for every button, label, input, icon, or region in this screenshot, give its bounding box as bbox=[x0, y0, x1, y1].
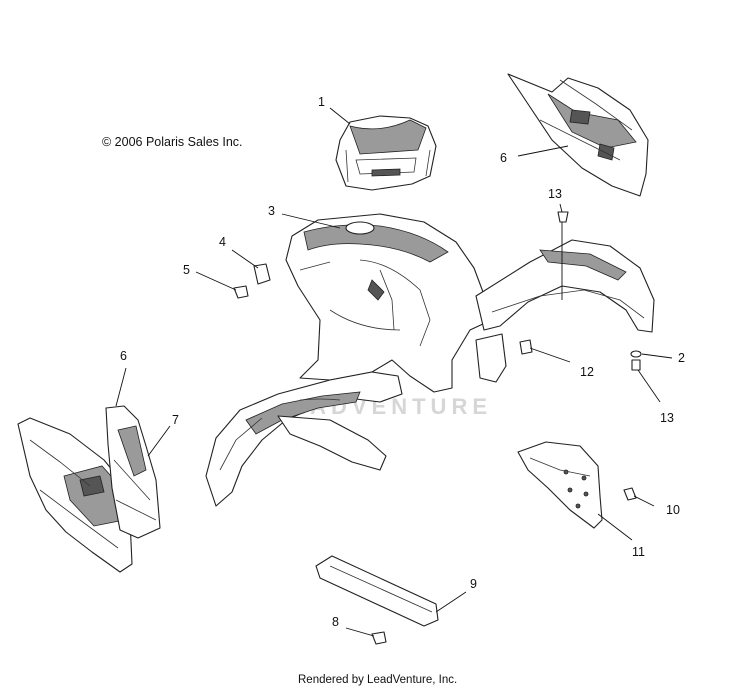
part-3-front-cab bbox=[285, 213, 501, 393]
callout-6-left: 6 bbox=[120, 349, 127, 363]
callout-3: 3 bbox=[268, 204, 275, 218]
part-3-right-fender bbox=[475, 239, 655, 383]
callout-1: 1 bbox=[318, 95, 325, 109]
part-6-upper-headlight-cover bbox=[507, 73, 649, 197]
part-1-headlight-pod bbox=[335, 115, 437, 191]
leader-lines bbox=[115, 107, 673, 637]
callout-6-upper: 6 bbox=[500, 151, 507, 165]
part-8-push-rivet bbox=[371, 631, 387, 645]
part-7-side-panel bbox=[105, 405, 161, 539]
copyright-notice: © 2006 Polaris Sales Inc. bbox=[102, 135, 243, 149]
part-13-upper-rivet bbox=[557, 211, 569, 223]
part-2-washer bbox=[630, 350, 642, 358]
part-9-heat-shield bbox=[315, 555, 439, 627]
callout-13-lower: 13 bbox=[660, 411, 674, 425]
callout-13-upper: 13 bbox=[548, 187, 562, 201]
callout-8: 8 bbox=[332, 615, 339, 629]
part-11-bracket bbox=[517, 441, 603, 529]
footer-credit: Rendered by LeadVenture, Inc. bbox=[298, 674, 457, 686]
callout-12: 12 bbox=[580, 365, 594, 379]
part-4-clip bbox=[253, 263, 271, 285]
part-6-left-side-panel bbox=[17, 417, 133, 573]
callout-7: 7 bbox=[172, 413, 179, 427]
callout-9: 9 bbox=[470, 577, 477, 591]
part-12-fastener bbox=[519, 339, 533, 355]
part-13-lower-rivet bbox=[631, 359, 641, 371]
callout-2: 2 bbox=[678, 351, 685, 365]
part-10-screw bbox=[623, 487, 637, 501]
callout-11: 11 bbox=[632, 545, 645, 559]
part-3-left-fender bbox=[205, 371, 403, 507]
callout-4: 4 bbox=[219, 235, 226, 249]
callout-10: 10 bbox=[666, 503, 680, 517]
part-5-push-rivet bbox=[233, 285, 249, 299]
callout-5: 5 bbox=[183, 263, 190, 277]
